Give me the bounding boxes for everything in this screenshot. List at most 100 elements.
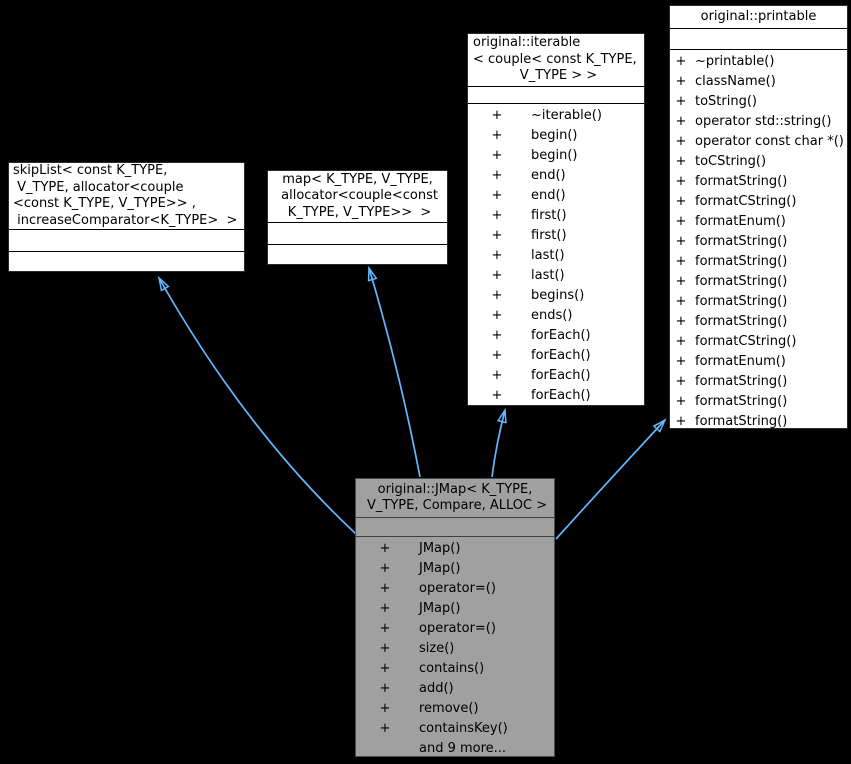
method-name: formatCString()	[695, 334, 797, 349]
method-name: formatEnum()	[695, 354, 786, 369]
visibility-marker: +	[675, 254, 687, 269]
visibility-marker: +	[379, 541, 391, 556]
class-node-printable[interactable]: original::printable +~printable()+classN…	[669, 5, 848, 429]
class-title-line: increaseComparator<K_TYPE> >	[13, 212, 238, 228]
class-node-iterable[interactable]: original::iterable< couple< const K_TYPE…	[467, 33, 645, 406]
visibility-marker: +	[675, 354, 687, 369]
method-name: formatString()	[695, 294, 788, 309]
visibility-marker: +	[675, 114, 687, 129]
visibility-marker: +	[491, 188, 503, 203]
method-row: + formatString()	[674, 392, 847, 412]
method-row: + formatString()	[674, 232, 847, 252]
class-title: original::JMap< K_TYPE, V_TYPE, Compare,…	[356, 479, 554, 517]
method-row: +JMap()	[378, 539, 554, 559]
class-title-line: V_TYPE, Compare, ALLOC >	[362, 498, 548, 513]
attributes-compartment	[9, 229, 244, 251]
visibility-marker: +	[379, 721, 391, 736]
class-title-line: skipList< const K_TYPE,	[13, 163, 168, 178]
class-title-line: original::printable	[700, 8, 817, 24]
class-title-line: < couple< const K_TYPE,	[473, 51, 637, 67]
method-row: + forEach()	[490, 346, 644, 366]
method-row: and 9 more...	[378, 739, 554, 756]
class-title-line: V_TYPE, allocator<couple	[13, 179, 184, 195]
method-name: formatString()	[695, 174, 788, 189]
attributes-compartment	[670, 28, 847, 49]
class-node-skiplist[interactable]: skipList< const K_TYPE, V_TYPE, allocato…	[8, 162, 245, 272]
visibility-marker: +	[675, 294, 687, 309]
method-row: + containsKey()	[378, 719, 554, 739]
attributes-compartment	[356, 517, 554, 536]
visibility-marker	[378, 739, 392, 756]
method-name: forEach()	[531, 368, 591, 383]
visibility-marker: +	[491, 268, 503, 283]
inheritance-arrow-to-map	[369, 268, 421, 478]
visibility-marker: +	[675, 214, 687, 229]
method-row: +last()	[490, 266, 644, 286]
method-row: + end()	[490, 186, 644, 206]
visibility-marker: +	[675, 374, 687, 389]
method-row: + formatString()	[674, 272, 847, 292]
method-name: JMap()	[419, 561, 461, 576]
visibility-marker: +	[379, 561, 391, 576]
visibility-marker: +	[491, 108, 503, 123]
methods-compartment	[268, 244, 447, 264]
visibility-marker: +	[675, 174, 687, 189]
visibility-marker: +	[491, 348, 503, 363]
method-name: formatString()	[695, 234, 788, 249]
method-name: formatString()	[695, 274, 788, 289]
method-row: +~iterable()	[490, 106, 644, 126]
method-row: + formatString()	[674, 172, 847, 192]
method-row: +formatString()	[674, 312, 847, 332]
method-name: contains()	[419, 661, 485, 676]
method-name: operator=()	[419, 581, 496, 596]
method-name: formatString()	[695, 394, 788, 409]
class-node-jmap-current[interactable]: original::JMap< K_TYPE, V_TYPE, Compare,…	[355, 478, 555, 757]
visibility-marker: +	[675, 94, 687, 109]
method-row: +forEach()	[490, 386, 644, 405]
method-row: +first()	[490, 226, 644, 246]
method-row: + operator const char *()	[674, 132, 847, 152]
method-row: +toCString()	[674, 152, 847, 172]
visibility-marker: +	[491, 248, 503, 263]
inheritance-arrow-to-iterable	[491, 410, 505, 478]
method-row: +~printable()	[674, 52, 847, 72]
visibility-marker: +	[675, 274, 687, 289]
method-row: + formatEnum()	[674, 352, 847, 372]
class-title-line: map< K_TYPE, V_TYPE,	[282, 171, 433, 187]
method-name: operator const char *()	[695, 134, 844, 149]
method-row: +operator=()	[378, 579, 554, 599]
visibility-marker: +	[675, 334, 687, 349]
method-name: forEach()	[531, 348, 591, 363]
method-name: remove()	[419, 701, 479, 716]
class-title: original::iterable< couple< const K_TYPE…	[468, 34, 644, 86]
method-name: JMap()	[419, 601, 461, 616]
visibility-marker: +	[491, 368, 503, 383]
visibility-marker: +	[675, 394, 687, 409]
method-name: formatString()	[695, 374, 788, 389]
visibility-marker: +	[675, 314, 687, 329]
method-name: formatString()	[695, 414, 788, 428]
visibility-marker: +	[675, 134, 687, 149]
method-row: +formatEnum()	[674, 212, 847, 232]
method-row: +JMap()	[378, 599, 554, 619]
class-node-map[interactable]: map< K_TYPE, V_TYPE, allocator<couple<co…	[267, 170, 448, 265]
method-row: +begin()	[490, 126, 644, 146]
method-row: +formatString()	[674, 252, 847, 272]
method-name: operator=()	[419, 621, 496, 636]
method-row: +remove()	[378, 699, 554, 719]
visibility-marker: +	[379, 681, 391, 696]
method-name: operator std::string()	[695, 114, 832, 129]
visibility-marker: +	[491, 388, 503, 403]
attributes-compartment	[268, 222, 447, 244]
method-name: formatCString()	[695, 194, 797, 209]
inheritance-arrow-to-skiplist	[159, 278, 357, 535]
method-name: containsKey()	[419, 721, 508, 736]
method-name: last()	[531, 248, 565, 263]
class-title-line: allocator<couple<const	[277, 188, 438, 204]
method-row: + last()	[490, 246, 644, 266]
method-name: end()	[531, 188, 566, 203]
visibility-marker: +	[675, 194, 687, 209]
attributes-compartment	[468, 86, 644, 103]
visibility-marker: +	[675, 234, 687, 249]
